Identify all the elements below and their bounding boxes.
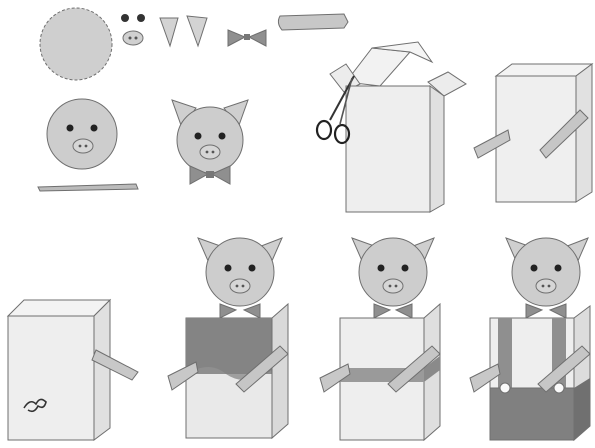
head-assembled-step: [38, 99, 138, 191]
pig-belt: [320, 238, 440, 440]
eyes-and-snout-part: [121, 14, 145, 45]
pig-patterned-shirt: [168, 238, 288, 438]
head-circle-part: [40, 8, 112, 80]
pig-overalls: [470, 238, 590, 440]
parts-row: [40, 8, 348, 80]
ears-part: [160, 16, 207, 46]
plain-carton-step: [8, 300, 138, 440]
bow-tie-part: [228, 30, 266, 46]
arm-strip-part: [278, 14, 348, 30]
head-with-ears-and-bow-step: [172, 100, 248, 184]
carton-cutting-step: [317, 42, 466, 212]
carton-with-arms-step: [474, 64, 592, 202]
